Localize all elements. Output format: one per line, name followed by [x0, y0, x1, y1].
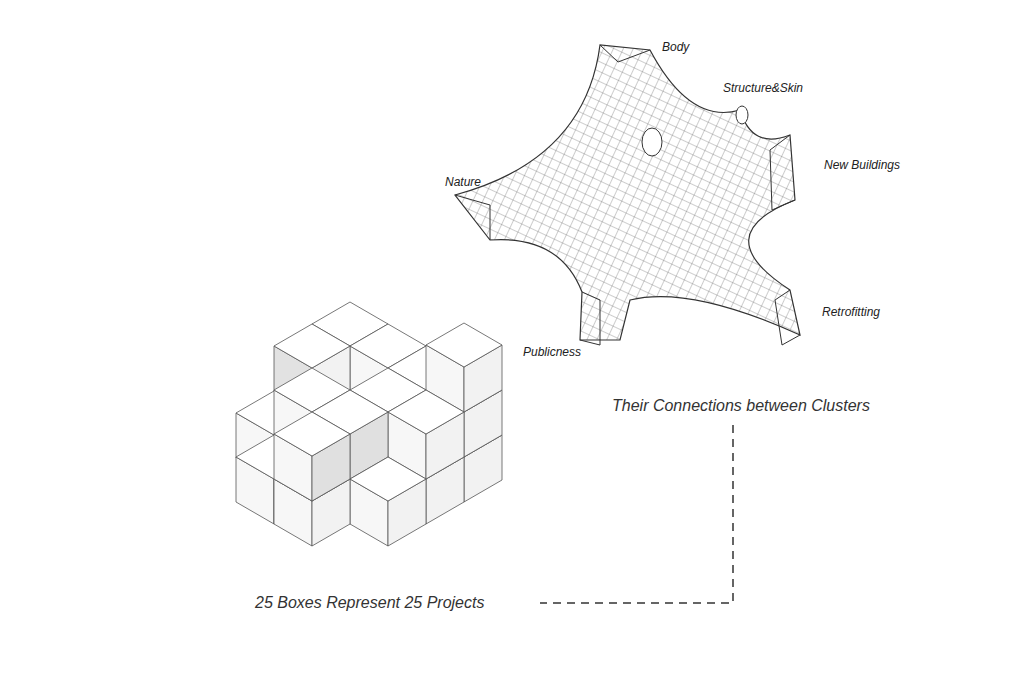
- cluster-label: Nature: [445, 175, 481, 189]
- cube-face: [426, 323, 502, 367]
- cluster-label: Body: [662, 40, 689, 54]
- cube-face: [274, 324, 350, 368]
- caption-note: 25 Boxes Represent 25 Projects: [255, 593, 484, 612]
- project-cubes: [236, 302, 502, 546]
- cube-face: [274, 412, 350, 456]
- leader-line: [540, 425, 733, 603]
- cube-face: [350, 457, 426, 501]
- caption-note: Their Connections between Clusters: [612, 396, 870, 415]
- cluster-label: Retrofitting: [822, 305, 880, 319]
- cluster-label: New Buildings: [824, 158, 900, 172]
- cluster-label: Structure&Skin: [723, 81, 803, 95]
- cluster-label: Publicness: [523, 345, 581, 359]
- cube-face: [388, 390, 464, 434]
